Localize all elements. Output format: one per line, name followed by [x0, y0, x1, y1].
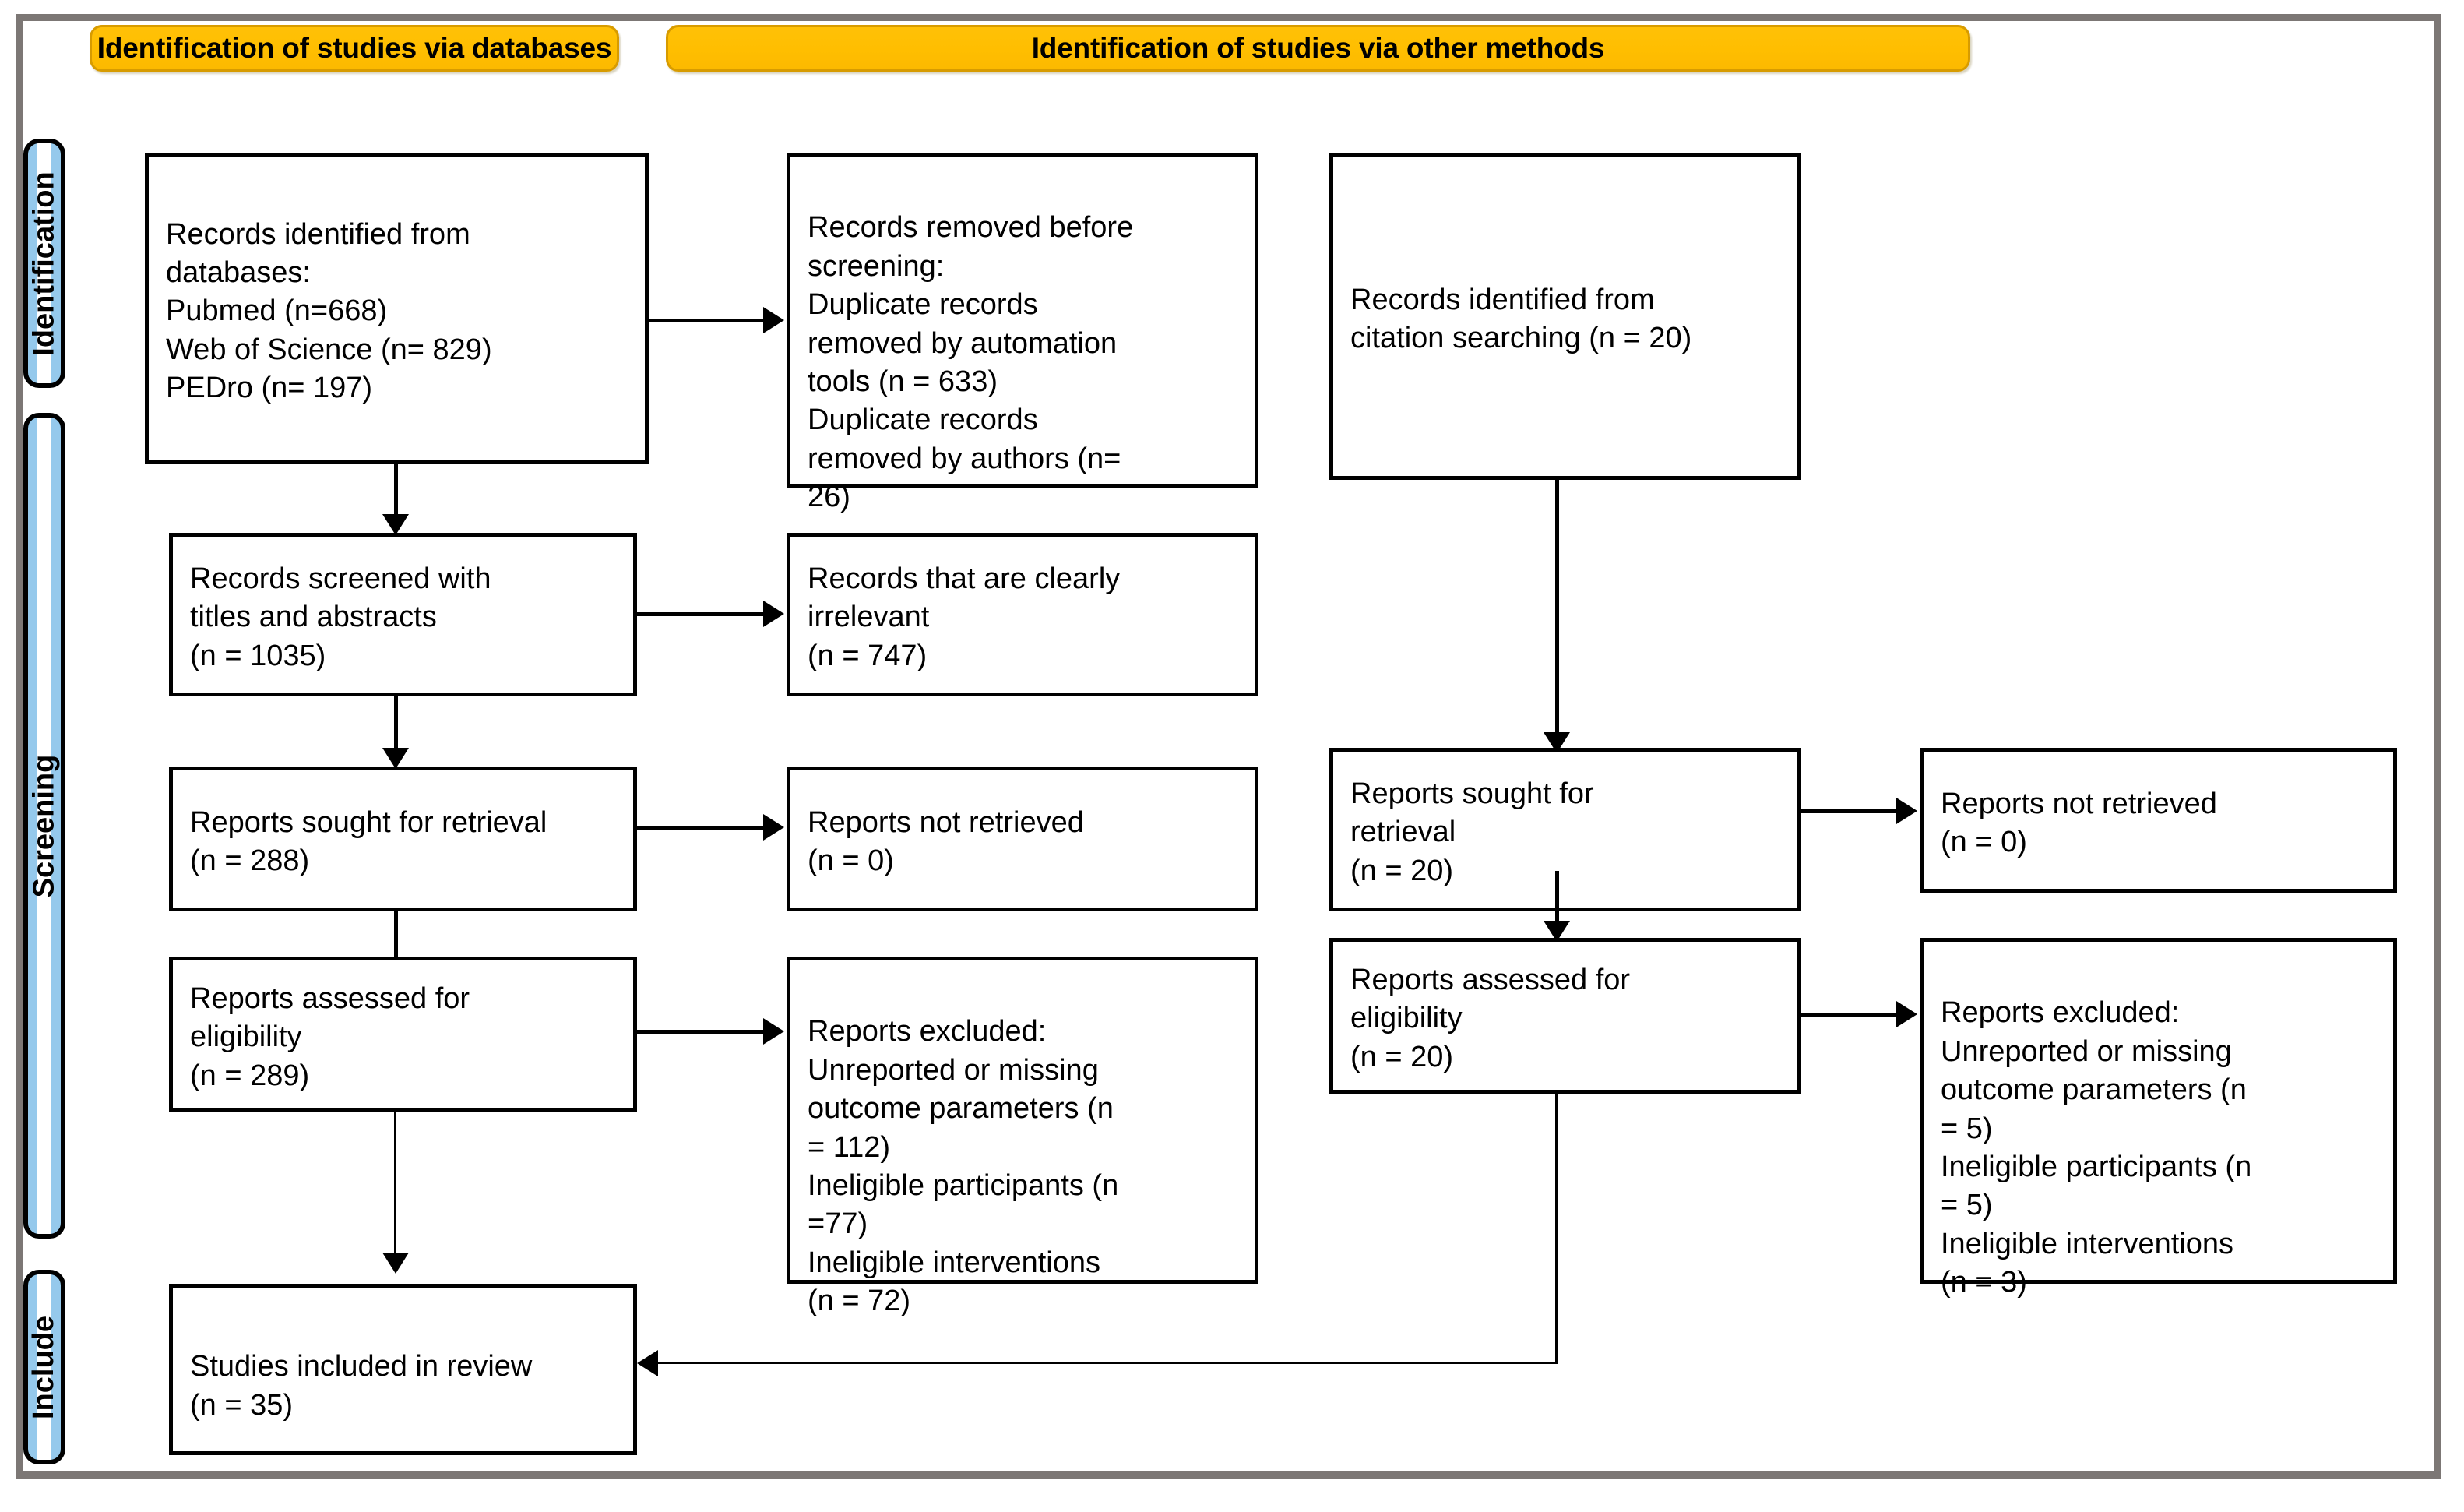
phase-screening-text: Screening: [27, 754, 61, 897]
phase-label-included: Include: [23, 1270, 65, 1464]
box-reports-not-retrieved-right-text: Reports not retrieved (n = 0): [1941, 787, 2217, 858]
arrowhead-identified-to-screened: [382, 514, 409, 535]
box-records-screened-text: Records screened with titles and abstrac…: [190, 562, 491, 672]
box-reports-excluded-right: Reports excluded: Unreported or missing …: [1920, 938, 2397, 1299]
phase-label-screening: Screening: [23, 413, 65, 1239]
connector-citation-to-sought-right: [1555, 480, 1559, 745]
connector-assessed-to-excluded-right: [1801, 1013, 1899, 1017]
arrowhead-assessed-to-included: [382, 1253, 409, 1274]
phase-included-inner: Include: [28, 1274, 61, 1460]
box-reports-not-retrieved-left: Reports not retrieved (n = 0): [787, 767, 1258, 911]
box-reports-sought-right-text: Reports sought for retrieval (n = 20): [1350, 777, 1594, 887]
connector-identified-to-removed: [649, 319, 766, 322]
box-reports-assessed-right-text: Reports assessed for eligibility (n = 20…: [1350, 963, 1631, 1073]
connector-assessed-to-included: [394, 1112, 396, 1268]
box-records-irrelevant: Records that are clearly irrelevant (n =…: [787, 533, 1258, 696]
phase-identification-text: Identification: [27, 171, 61, 356]
arrowhead-identified-to-removed: [763, 307, 784, 333]
box-reports-not-retrieved-left-text: Reports not retrieved (n = 0): [808, 805, 1084, 877]
connector-sought-to-assessed-right: [1555, 871, 1559, 941]
box-reports-sought-left-text: Reports sought for retrieval (n = 288): [190, 805, 547, 877]
arrowhead-screened-to-sought: [382, 748, 409, 769]
connector-sought-to-notretrieved-left: [637, 826, 766, 830]
box-records-identified-databases-text: Records identified from databases: Pubme…: [166, 217, 492, 405]
box-reports-not-retrieved-right: Reports not retrieved (n = 0): [1920, 748, 2397, 893]
connector-right-to-included-vertical: [1555, 1094, 1558, 1363]
box-records-removed-before-screening: Records removed before screening: Duplic…: [787, 153, 1258, 513]
arrowhead-assessed-to-excluded-left: [763, 1018, 784, 1045]
phase-identification-inner: Identification: [28, 143, 61, 383]
connector-sought-to-notretrieved-right: [1801, 809, 1899, 813]
connector-assessed-to-excluded-left: [637, 1030, 766, 1034]
arrowhead-sought-to-notretrieved-right: [1896, 798, 1917, 824]
box-records-identified-databases: Records identified from databases: Pubme…: [145, 153, 649, 464]
box-reports-assessed-right: Reports assessed for eligibility (n = 20…: [1329, 938, 1801, 1094]
phase-screening-inner: Screening: [28, 418, 61, 1234]
phase-included-text: Include: [27, 1315, 61, 1419]
connector-sought-to-assessed-left: [394, 911, 398, 974]
connector-identified-to-screened: [394, 464, 398, 527]
box-studies-included-text: Studies included in review (n = 35): [190, 1350, 533, 1422]
box-reports-sought-right: Reports sought for retrieval (n = 20): [1329, 748, 1801, 911]
connector-screened-to-irrelevant: [637, 612, 766, 616]
box-reports-assessed-left: Reports assessed for eligibility (n = 28…: [169, 957, 637, 1112]
header-other-methods: Identification of studies via other meth…: [666, 25, 1970, 72]
box-reports-excluded-right-text: Reports excluded: Unreported or missing …: [1941, 996, 2252, 1299]
box-reports-assessed-left-text: Reports assessed for eligibility (n = 28…: [190, 982, 470, 1092]
box-records-identified-citation: Records identified from citation searchi…: [1329, 153, 1801, 480]
box-reports-excluded-left-text: Reports excluded: Unreported or missing …: [808, 1015, 1119, 1318]
arrowhead-right-to-included: [637, 1350, 658, 1376]
box-records-screened: Records screened with titles and abstrac…: [169, 533, 637, 696]
header-databases: Identification of studies via databases: [90, 25, 619, 72]
box-reports-sought-left: Reports sought for retrieval (n = 288): [169, 767, 637, 911]
connector-right-to-included-horizontal: [651, 1362, 1558, 1364]
connector-screened-to-sought: [394, 696, 398, 760]
box-records-identified-citation-text: Records identified from citation searchi…: [1350, 283, 1692, 354]
box-reports-excluded-left: Reports excluded: Unreported or missing …: [787, 957, 1258, 1317]
box-studies-included: Studies included in review (n = 35): [169, 1284, 637, 1455]
arrowhead-assessed-to-excluded-right: [1896, 1001, 1917, 1027]
box-records-irrelevant-text: Records that are clearly irrelevant (n =…: [808, 562, 1121, 672]
arrowhead-screened-to-irrelevant: [763, 601, 784, 627]
arrowhead-sought-to-notretrieved-left: [763, 814, 784, 841]
box-records-removed-before-screening-text: Records removed before screening: Duplic…: [808, 211, 1134, 514]
phase-label-identification: Identification: [23, 139, 65, 388]
